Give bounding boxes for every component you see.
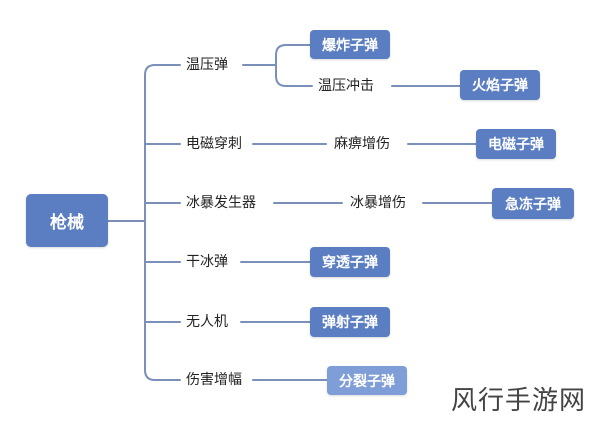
result-label: 电磁子弹 [488,137,544,153]
result-explosive-bullet: 爆炸子弹 [310,30,390,59]
branch-label-drone: 无人机 [186,314,228,330]
watermark-text: 风行手游网 [450,386,586,416]
result-label: 爆炸子弹 [322,37,378,54]
branch-label-em-pierce: 电磁穿刺 [186,136,242,152]
root-label: 枪械 [50,213,84,233]
effect-label-ice-storm: 冰暴增伤 [350,195,406,211]
result-label: 穿透子弹 [322,255,378,271]
result-bounce-bullet: 弹射子弹 [310,307,390,337]
branch-label-ice-storm: 冰暴发生器 [186,195,256,211]
branch-label-damage-amp: 伤害增幅 [186,372,242,388]
result-flame-bullet: 火焰子弹 [460,70,540,100]
result-pierce-bullet: 穿透子弹 [310,247,390,277]
root-node: 枪械 [26,194,108,247]
result-label: 弹射子弹 [322,315,378,331]
sub-label-thermobaric-shock: 温压冲击 [318,78,374,94]
branch-label-thermobaric: 温压弹 [186,57,228,73]
result-label: 分裂子弹 [339,373,395,390]
branch-label-dry-ice: 干冰弹 [186,254,228,270]
result-freeze-bullet: 急冻子弹 [492,188,574,219]
result-label: 急冻子弹 [505,196,561,213]
result-em-bullet: 电磁子弹 [476,129,556,159]
result-split-bullet: 分裂子弹 [327,366,407,395]
effect-label-paralysis: 麻痹增伤 [334,136,390,152]
result-label: 火焰子弹 [472,78,528,94]
